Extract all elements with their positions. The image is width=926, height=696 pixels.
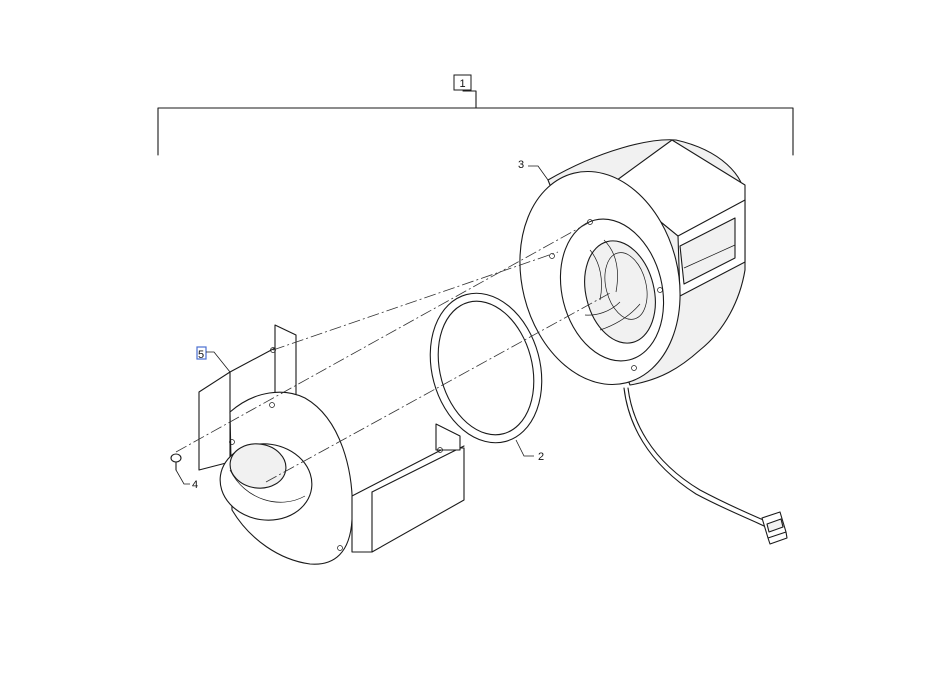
callout-3[interactable]: 3 bbox=[518, 159, 549, 181]
callout-1[interactable]: 1 bbox=[453, 74, 472, 91]
callout-4-label: 4 bbox=[192, 479, 198, 491]
callout-5-label: 5 bbox=[198, 349, 204, 361]
callout-4[interactable]: 4 bbox=[175, 469, 198, 491]
screw bbox=[170, 453, 182, 471]
assembly-bracket bbox=[157, 90, 794, 156]
callout-3-label: 3 bbox=[518, 159, 524, 171]
callout-2[interactable]: 2 bbox=[515, 439, 544, 463]
callout-1-label: 1 bbox=[459, 78, 465, 90]
alignment-center-lines bbox=[175, 221, 613, 483]
callout-2-label: 2 bbox=[538, 451, 544, 463]
callout-5[interactable]: 5 bbox=[196, 346, 231, 373]
housing bbox=[198, 324, 465, 565]
gasket-ring bbox=[429, 292, 543, 444]
blower-fan bbox=[519, 139, 788, 545]
